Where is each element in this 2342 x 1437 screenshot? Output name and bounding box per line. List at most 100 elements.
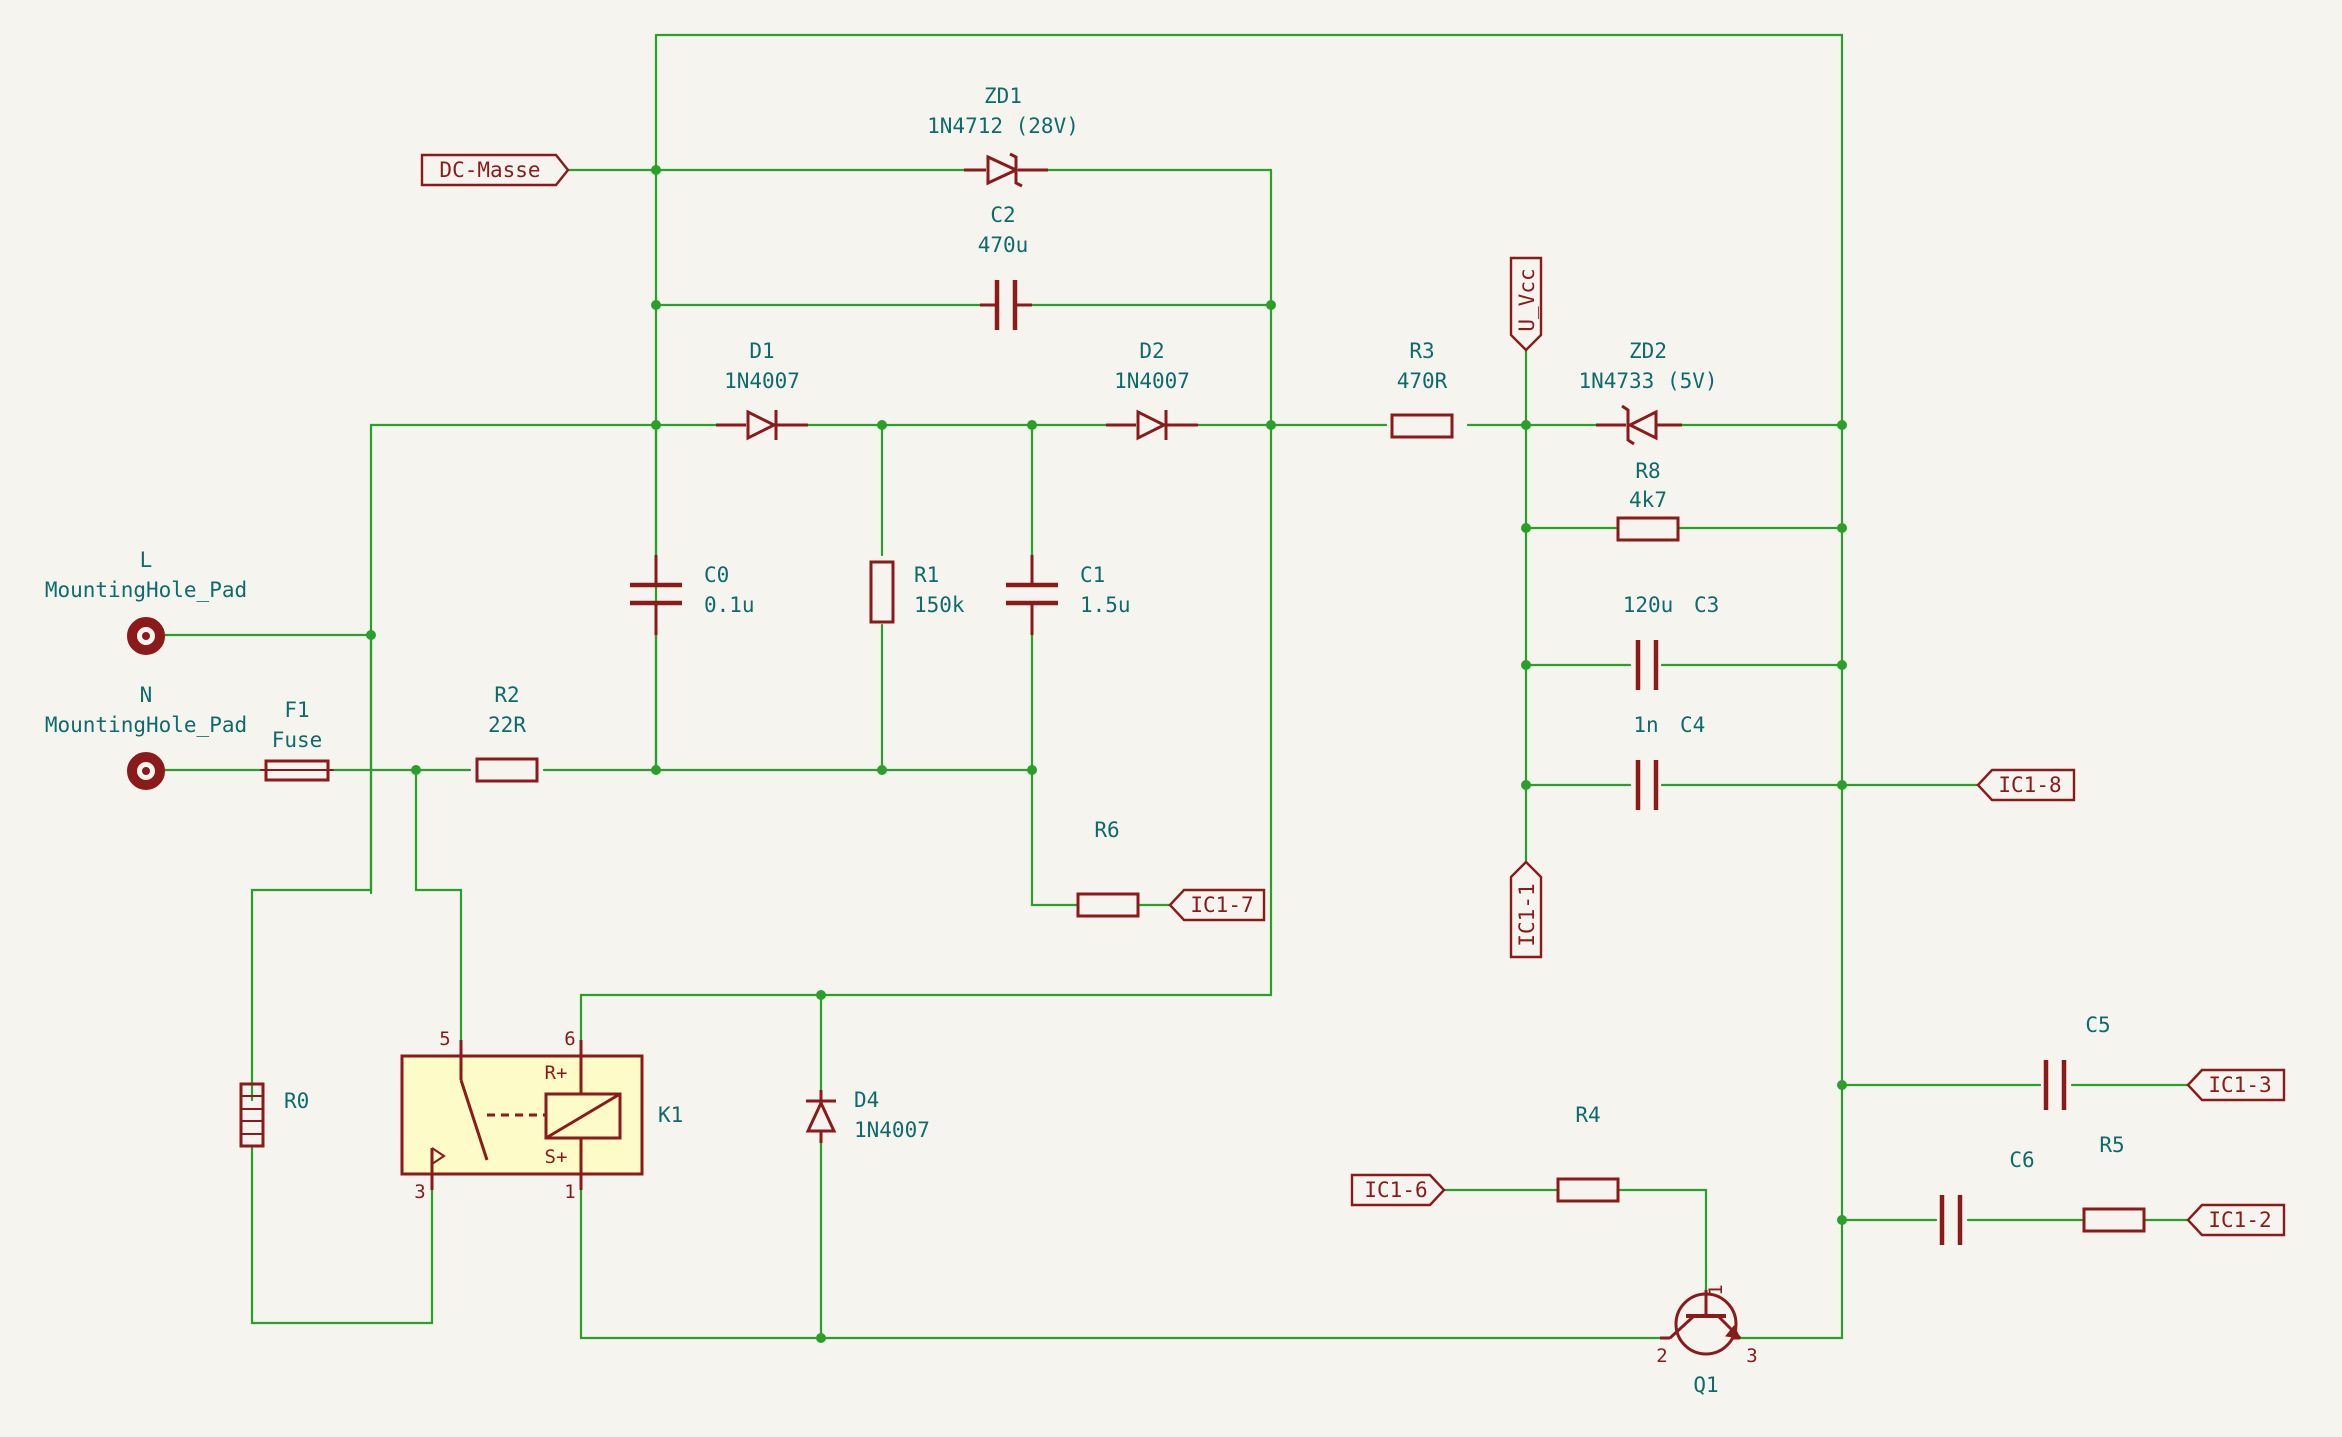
r3-resistor[interactable]: R3 470R — [1390, 339, 1454, 439]
net-label-ic1-1[interactable]: IC1-1 — [1509, 860, 1543, 959]
d2-value: 1N4007 — [1114, 369, 1190, 393]
zd1-value: 1N4712 (28V) — [927, 114, 1079, 138]
q1-pin3: 3 — [1746, 1345, 1757, 1367]
net-label-ic1-8[interactable]: IC1-8 — [1976, 768, 2076, 802]
k1-relay[interactable]: R+ S+ 5 6 3 1 K1 — [400, 1028, 683, 1203]
c6-capacitor[interactable]: C6 — [1939, 1148, 2035, 1245]
net-label-ic1-2[interactable]: IC1-2 — [2186, 1203, 2286, 1237]
r3-value: 470R — [1397, 369, 1448, 393]
c0-value: 0.1u — [704, 593, 755, 617]
c3-value: 120u — [1623, 593, 1674, 617]
c6-ref: C6 — [2009, 1148, 2034, 1172]
q1-ref: Q1 — [1693, 1373, 1718, 1397]
c1-capacitor[interactable]: C1 1.5u — [1006, 555, 1131, 635]
d2-ref: D2 — [1139, 339, 1164, 363]
r6-resistor[interactable]: R6 — [1076, 818, 1140, 918]
zd2-zener-diode[interactable]: ZD2 1N4733 (5V) — [1578, 339, 1718, 446]
l-value: MountingHole_Pad — [45, 578, 247, 602]
r4-resistor[interactable]: R4 — [1556, 1103, 1620, 1203]
n-mounting-hole[interactable]: N MountingHole_Pad — [45, 683, 247, 790]
l-mounting-hole[interactable]: L MountingHole_Pad — [45, 548, 247, 655]
wire-k1-pin1 — [579, 1188, 1672, 1340]
c3-capacitor[interactable]: 120u C3 — [1623, 593, 1720, 690]
r8-value: 4k7 — [1629, 488, 1667, 512]
c0-ref: C0 — [704, 563, 729, 587]
c5-ref: C5 — [2085, 1013, 2110, 1037]
k1-pin-splus: S+ — [545, 1146, 568, 1168]
k1-pin-rplus: R+ — [545, 1062, 568, 1084]
d1-ref: D1 — [749, 339, 774, 363]
wires — [163, 33, 2190, 1340]
r6-ref: R6 — [1094, 818, 1119, 842]
k1-pin1: 1 — [564, 1181, 575, 1203]
c5-capacitor[interactable]: C5 — [2043, 1013, 2111, 1110]
c2-ref: C2 — [990, 203, 1015, 227]
zd1-ref: ZD1 — [984, 84, 1022, 108]
zd2-ref: ZD2 — [1629, 339, 1667, 363]
q1-transistor[interactable]: 1 2 3 Q1 — [1656, 1284, 1757, 1397]
d1-diode[interactable]: D1 1N4007 — [716, 339, 808, 441]
c1-ref: C1 — [1080, 563, 1105, 587]
n-ref: N — [140, 683, 153, 707]
c0-capacitor[interactable]: C0 0.1u — [630, 555, 755, 635]
f1-ref: F1 — [284, 698, 309, 722]
f1-value: Fuse — [272, 728, 323, 752]
c2-capacitor[interactable]: C2 470u — [978, 203, 1032, 330]
k1-pin5: 5 — [439, 1028, 450, 1050]
net-label-dc-masse[interactable]: DC-Masse — [420, 153, 570, 187]
wire-r0-bot — [250, 1146, 434, 1325]
f1-fuse[interactable]: F1 Fuse — [260, 698, 334, 782]
r2-resistor[interactable]: R2 22R — [475, 683, 539, 783]
ic1-7-label: IC1-7 — [1190, 893, 1253, 917]
net-label-ic1-3[interactable]: IC1-3 — [2186, 1068, 2286, 1102]
k1-ref: K1 — [658, 1103, 683, 1127]
c4-ref: C4 — [1680, 713, 1705, 737]
r0-ref: R0 — [284, 1089, 309, 1113]
d4-diode[interactable]: D4 1N4007 — [805, 1088, 930, 1143]
r3-ref: R3 — [1409, 339, 1434, 363]
d1-value: 1N4007 — [724, 369, 800, 393]
ic1-8-label: IC1-8 — [1998, 773, 2061, 797]
wire-r4-q1 — [1616, 1188, 1708, 1292]
net-label-u-vcc[interactable]: U_Vcc — [1509, 256, 1543, 352]
r8-resistor[interactable]: R8 4k7 — [1616, 459, 1680, 542]
wire-c1-r6 — [1030, 633, 1078, 907]
k1-pin3: 3 — [414, 1181, 425, 1203]
n-value: MountingHole_Pad — [45, 713, 247, 737]
net-label-ic1-6[interactable]: IC1-6 — [1350, 1173, 1446, 1207]
ic1-6-label: IC1-6 — [1364, 1178, 1427, 1202]
junctions — [366, 165, 1847, 1343]
zd2-value: 1N4733 (5V) — [1578, 369, 1717, 393]
wire-k1-pin5 — [414, 768, 463, 1042]
r1-ref: R1 — [914, 563, 939, 587]
r1-value: 150k — [914, 593, 965, 617]
r1-resistor[interactable]: R1 150k — [869, 560, 965, 624]
r8-ref: R8 — [1635, 459, 1660, 483]
wire-rail-left — [369, 423, 718, 895]
r5-resistor[interactable]: R5 — [2082, 1133, 2146, 1233]
r0-resistor[interactable]: R0 — [239, 1082, 309, 1148]
k1-pin6: 6 — [564, 1028, 575, 1050]
d4-ref: D4 — [854, 1088, 879, 1112]
zd1-zener-diode[interactable]: ZD1 1N4712 (28V) — [927, 84, 1079, 188]
wire-k1-pos — [579, 168, 1273, 1042]
l-ref: L — [140, 548, 153, 572]
wire-top-loop — [654, 33, 1844, 1340]
c4-capacitor[interactable]: 1n C4 — [1633, 713, 1705, 810]
q1-pin2: 2 — [1656, 1345, 1667, 1367]
ic1-2-label: IC1-2 — [2208, 1208, 2271, 1232]
ic1-3-label: IC1-3 — [2208, 1073, 2271, 1097]
c3-ref: C3 — [1694, 593, 1719, 617]
dc-masse-label: DC-Masse — [439, 158, 540, 182]
wire-r0-top — [250, 633, 373, 1102]
d4-value: 1N4007 — [854, 1118, 930, 1142]
c4-value: 1n — [1633, 713, 1658, 737]
d2-diode[interactable]: D2 1N4007 — [1106, 339, 1198, 441]
r2-ref: R2 — [494, 683, 519, 707]
r4-ref: R4 — [1575, 1103, 1600, 1127]
r5-ref: R5 — [2099, 1133, 2124, 1157]
net-label-ic1-7[interactable]: IC1-7 — [1168, 888, 1266, 922]
r2-value: 22R — [488, 713, 526, 737]
